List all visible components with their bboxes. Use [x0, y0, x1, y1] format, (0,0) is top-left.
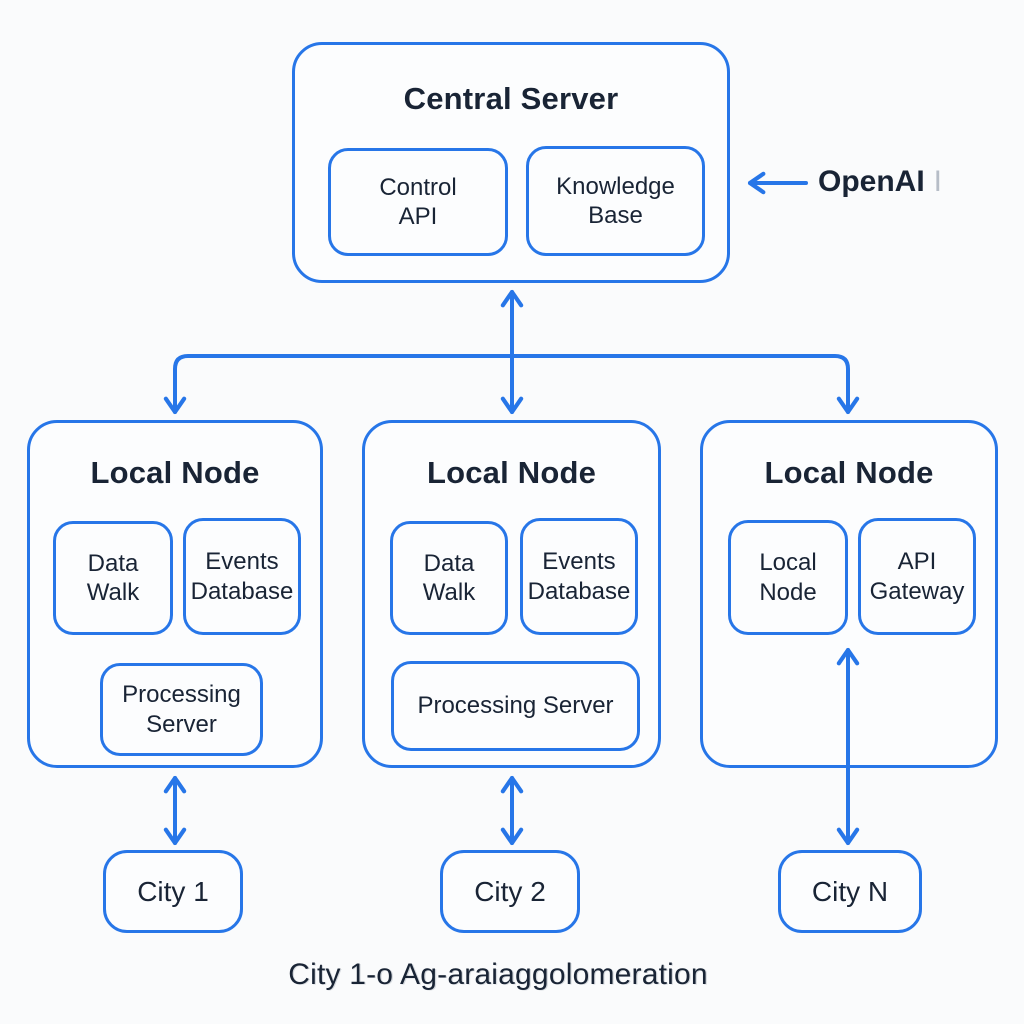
city-2-box: City 2: [440, 850, 580, 933]
city-n-label: City N: [811, 875, 889, 907]
local-node-3-box: Local Node Local Node API Gateway: [700, 420, 998, 768]
local-node-1-box: Local Node Data Walk Events Database Pro…: [27, 420, 323, 768]
processing-server-2-box: Processing Server: [391, 661, 640, 751]
city-2-label: City 2: [474, 875, 546, 907]
city-n-box: City N: [778, 850, 922, 933]
processing-server-2-label: Processing Server: [417, 692, 614, 720]
central-server-box: Central Server Control API Knowledge Bas…: [292, 42, 730, 283]
events-database-2-box: Events Database: [520, 518, 638, 635]
diagram-caption: City 1-o Ag-araiaggolomeration: [288, 958, 708, 991]
api-gateway-label: API Gateway: [869, 548, 965, 605]
data-walk-1-box: Data Walk: [53, 521, 173, 635]
knowledge-base-box: Knowledge Base: [526, 146, 705, 256]
processing-server-1-label: Processing Server: [122, 681, 241, 738]
city-1-label: City 1: [137, 875, 209, 907]
local-node-2-title: Local Node: [426, 455, 597, 490]
local-node-1-title: Local Node: [90, 455, 260, 490]
processing-server-1-box: Processing Server: [100, 663, 263, 756]
central-server-title: Central Server: [403, 81, 619, 116]
events-database-2-label: Events Database: [527, 548, 631, 605]
api-gateway-box: API Gateway: [858, 518, 976, 635]
knowledge-base-label: Knowledge Base: [556, 172, 675, 229]
control-api-box: Control API: [328, 148, 508, 256]
local-node-sub-label: Local Node: [759, 549, 817, 606]
openai-cursor-artifact: I: [933, 165, 943, 198]
data-walk-1-label: Data Walk: [86, 549, 140, 606]
data-walk-2-label: Data Walk: [422, 549, 476, 606]
events-database-1-label: Events Database: [190, 548, 294, 605]
data-walk-2-box: Data Walk: [390, 521, 508, 635]
local-node-3-title: Local Node: [764, 455, 934, 490]
openai-label-text: OpenAI: [818, 165, 925, 198]
events-database-1-box: Events Database: [183, 518, 301, 635]
local-node-2-box: Local Node Data Walk Events Database Pro…: [362, 420, 661, 768]
control-api-label: Control API: [379, 173, 457, 230]
local-node-sub-box: Local Node: [728, 520, 848, 635]
connector-distribution-line: [163, 354, 860, 415]
city-1-box: City 1: [103, 850, 243, 933]
